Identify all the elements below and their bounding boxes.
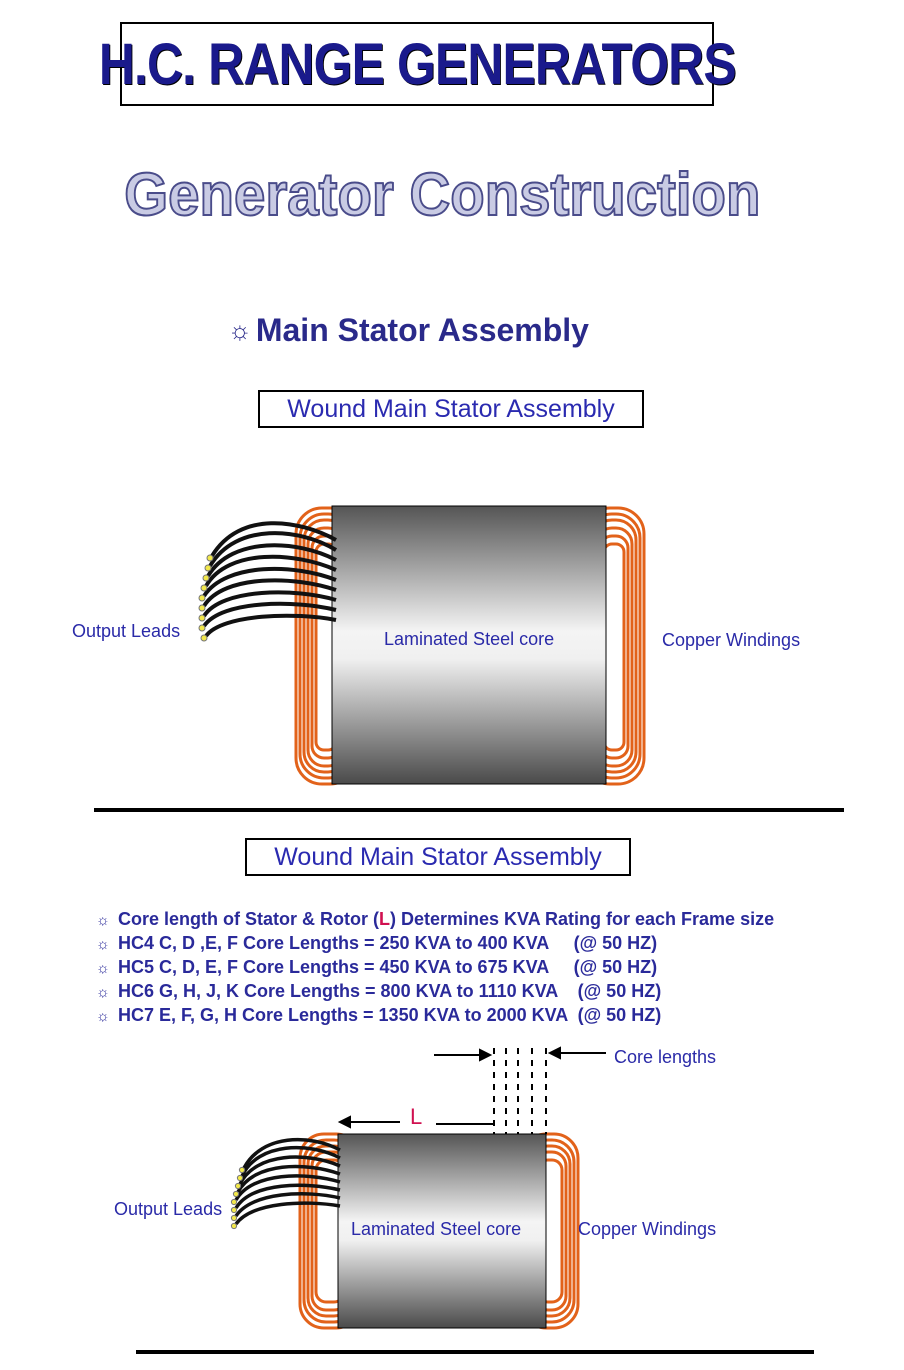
bullet-text: HC7 E, F, G, H Core Lengths = 1350 KVA t… bbox=[118, 1005, 662, 1025]
bullet-icon: ☼ bbox=[96, 960, 110, 977]
core-length-marks bbox=[493, 1048, 547, 1134]
subtitle-text: Generator Construction bbox=[123, 160, 761, 229]
core-lengths-arrows bbox=[434, 1046, 606, 1062]
bullet-item: ☼ HC5 C, D, E, F Core Lengths = 450 KVA t… bbox=[96, 956, 774, 980]
laminated-core-1 bbox=[331, 505, 607, 785]
lead-terminals-2 bbox=[230, 1166, 246, 1230]
divider-rule-1 bbox=[94, 808, 844, 812]
bullet-icon: ☼ bbox=[96, 936, 110, 953]
lead-terminals-1 bbox=[198, 554, 214, 642]
sun-bullet-icon: ☼ bbox=[228, 315, 252, 345]
windings-label-2: Copper Windings bbox=[578, 1219, 717, 1239]
bullet-icon: ☼ bbox=[96, 984, 110, 1001]
bullet-text: HC4 C, D ,E, F Core Lengths = 250 KVA to… bbox=[118, 933, 658, 953]
output-leads-1 bbox=[202, 521, 338, 638]
output-leads-label-2: Output Leads bbox=[114, 1199, 223, 1219]
bullet-item: ☼ Core length of Stator & Rotor (L) Deter… bbox=[96, 908, 774, 932]
bullet-icon: ☼ bbox=[96, 912, 110, 929]
diagram2-caption: Wound Main Stator Assembly bbox=[245, 838, 631, 876]
bullet-text-end: ) Determines KVA Rating for each Frame s… bbox=[389, 909, 775, 929]
bullet-text: HC5 C, D, E, F Core Lengths = 450 KVA to… bbox=[118, 957, 658, 977]
bullet-item: ☼ HC4 C, D ,E, F Core Lengths = 250 KVA t… bbox=[96, 932, 774, 956]
stator-2 bbox=[230, 1046, 606, 1330]
length-dimension-arrows bbox=[337, 1115, 494, 1129]
title-banner: H.C. RANGE GENERATORS bbox=[99, 22, 736, 106]
stator-1 bbox=[198, 505, 646, 786]
page-subtitle: Generator Construction bbox=[0, 160, 904, 229]
section-title: Main Stator Assembly bbox=[255, 312, 589, 348]
divider-rule-2 bbox=[136, 1350, 814, 1354]
output-leads-label-1: Output Leads bbox=[72, 621, 181, 641]
windings-label-1: Copper Windings bbox=[662, 630, 801, 650]
diagram2-caption-text: Wound Main Stator Assembly bbox=[274, 842, 602, 871]
bullet-text: HC6 G, H, J, K Core Lengths = 800 KVA to… bbox=[118, 981, 662, 1001]
bullet-highlight: L bbox=[378, 909, 390, 929]
core-label-2: Laminated Steel core bbox=[351, 1219, 522, 1239]
kva-bullet-list: ☼ Core length of Stator & Rotor (L) Deter… bbox=[96, 908, 774, 1028]
length-symbol: L bbox=[410, 1104, 423, 1129]
laminated-core-2 bbox=[337, 1133, 547, 1329]
section-heading: ☼Main Stator Assembly bbox=[228, 312, 589, 349]
bullet-item: ☼ HC6 G, H, J, K Core Lengths = 800 KVA t… bbox=[96, 980, 774, 1004]
bullet-icon: ☼ bbox=[96, 1008, 110, 1025]
diagram1-caption-text: Wound Main Stator Assembly bbox=[287, 394, 615, 423]
diagram1-caption: Wound Main Stator Assembly bbox=[258, 390, 644, 428]
page-title: H.C. RANGE GENERATORS bbox=[98, 31, 737, 97]
core-lengths-label: Core lengths bbox=[614, 1047, 717, 1067]
output-leads-2 bbox=[234, 1138, 341, 1226]
bullet-item: ☼ HC7 E, F, G, H Core Lengths = 1350 KVA … bbox=[96, 1004, 774, 1028]
core-label-1: Laminated Steel core bbox=[384, 629, 555, 649]
bullet-text: Core length of Stator & Rotor ( bbox=[118, 909, 379, 929]
